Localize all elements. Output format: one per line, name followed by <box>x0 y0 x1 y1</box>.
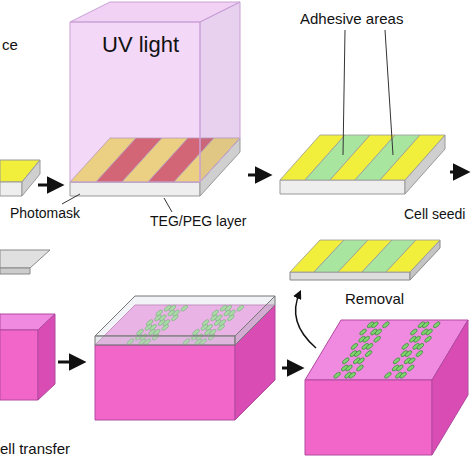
cell <box>432 321 440 329</box>
cell <box>384 371 392 379</box>
cell <box>408 357 416 365</box>
light-prism <box>70 0 240 182</box>
cell <box>345 364 353 372</box>
cell <box>382 321 390 329</box>
cell <box>401 342 409 350</box>
cell <box>348 371 356 379</box>
cell <box>396 364 404 372</box>
step-text: ell transfer <box>0 440 70 457</box>
cell <box>350 342 358 350</box>
cell <box>371 321 379 329</box>
transfer-partial <box>0 250 55 400</box>
callout-label: Adhesive areas <box>300 10 403 27</box>
callout-label: Photomask <box>10 205 80 221</box>
step-text: Cell seedi <box>404 206 465 222</box>
cell <box>422 321 430 329</box>
step-text: Removal <box>345 290 404 307</box>
cell <box>374 328 382 336</box>
cell <box>341 357 349 365</box>
cell <box>415 350 423 358</box>
process-arrows <box>38 172 466 368</box>
cell <box>373 335 381 343</box>
stripe <box>380 135 445 180</box>
substrate-partial <box>0 160 40 196</box>
cell <box>392 357 400 365</box>
stripe <box>386 240 440 272</box>
cell <box>410 328 418 336</box>
glass-plate <box>95 296 275 345</box>
node-label: UV light <box>102 32 179 58</box>
uv-light-box: UV light <box>70 0 240 182</box>
cell <box>362 335 370 343</box>
cell <box>416 342 424 350</box>
removed-plate <box>290 240 440 280</box>
cell <box>404 350 412 358</box>
cell <box>407 364 415 372</box>
cell <box>353 350 361 358</box>
cell <box>357 357 365 365</box>
cell <box>399 371 407 379</box>
cell <box>413 335 421 343</box>
cell <box>365 342 373 350</box>
cell <box>359 328 367 336</box>
step-text: ce <box>2 36 18 53</box>
substrate-adhesive <box>280 135 445 194</box>
cell <box>333 371 341 379</box>
cell <box>424 335 432 343</box>
cell <box>364 350 372 358</box>
cell-stripes <box>333 321 441 379</box>
gel-block <box>305 320 468 455</box>
cell <box>425 328 433 336</box>
callout-label: TEG/PEG layer <box>150 213 246 229</box>
cell <box>356 364 364 372</box>
